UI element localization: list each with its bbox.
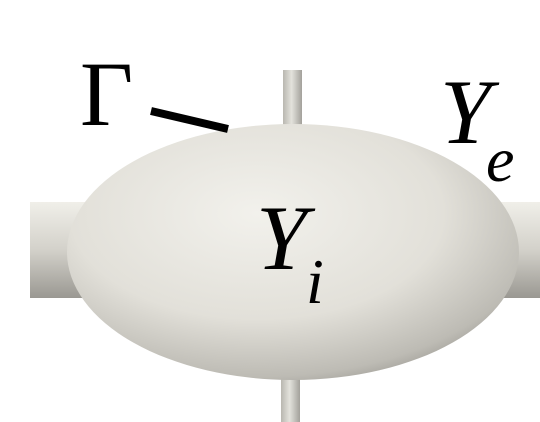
- interior-label-subscript: i: [306, 246, 324, 317]
- inclusion-body: [67, 124, 519, 380]
- interface-label: Γ: [80, 43, 134, 145]
- exterior-label-subscript: e: [486, 124, 515, 195]
- interior-label: Y: [256, 187, 308, 289]
- exterior-label: Y: [440, 61, 492, 163]
- interface-pointer: [150, 107, 229, 133]
